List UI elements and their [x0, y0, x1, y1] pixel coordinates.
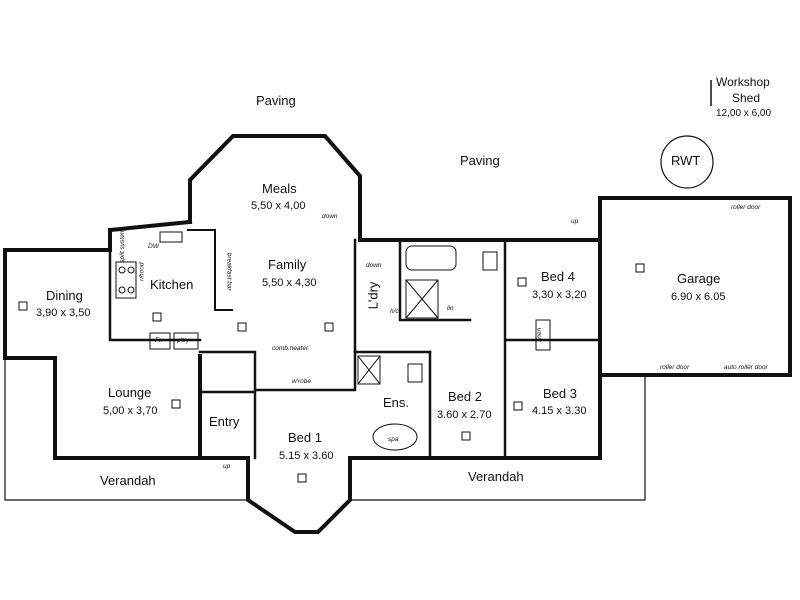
breakfast-bar-label: breakfast bar	[225, 252, 233, 291]
bed4-label: Bed 4	[541, 269, 575, 284]
split-system-label: split system	[119, 228, 127, 263]
wall-south	[198, 373, 602, 534]
bed1-dim: 5.15 x 3.60	[279, 450, 334, 462]
hc-label: h/c	[390, 308, 399, 315]
wall-kitchen-top	[107, 219, 193, 233]
wall-meals-bay	[188, 134, 362, 242]
family-label: Family	[268, 257, 307, 272]
meals-label: Meals	[262, 181, 297, 196]
wall-kitchen-bench	[187, 229, 233, 311]
roller-door-1-label: roller door	[731, 204, 761, 211]
pantry-label: p'try	[177, 337, 190, 344]
family-dim: 5,50 x 4,30	[262, 277, 317, 289]
light-icon	[513, 401, 523, 411]
wall-entry	[198, 390, 257, 460]
auto-roller-door-label: auto roller door	[724, 364, 768, 371]
ensuite-label: Ens.	[383, 395, 410, 410]
rhood-label: r/hood	[138, 262, 146, 281]
shower	[405, 279, 439, 319]
rainwater-tank	[660, 135, 714, 189]
wall-lounge-top	[198, 350, 432, 392]
comb-heater-label: comb.heater	[272, 345, 309, 352]
meals-dim: 5,50 x 4,00	[251, 200, 306, 212]
up-garage-label: up	[571, 218, 579, 225]
kitchen-label: Kitchen	[150, 277, 194, 292]
bath	[405, 245, 457, 271]
verandah-left-label: Verandah	[100, 473, 156, 488]
lin-label: lin	[447, 305, 454, 312]
garage-dim: 6.90 x 6.05	[671, 291, 726, 303]
bed3-dim: 4.15 x 3.30	[532, 405, 587, 417]
garage-label: Garage	[677, 271, 721, 286]
down-laundry-label: down	[366, 262, 382, 269]
ensuite-shower	[357, 355, 381, 385]
verandah-right-label: Verandah	[468, 469, 524, 484]
wall-wing	[353, 238, 602, 460]
wall-internal	[108, 248, 202, 342]
wall-north-east	[358, 198, 602, 242]
dining-dim: 3,90 x 3,50	[36, 307, 91, 319]
light-icon	[461, 431, 471, 441]
spa-label: spa	[388, 436, 399, 443]
wc-ensuite	[407, 363, 423, 383]
light-icon	[297, 473, 307, 483]
light-icon	[171, 399, 181, 409]
rwt-label: RWT	[671, 153, 701, 168]
wall-garage	[598, 196, 792, 377]
bed2-label: Bed 2	[448, 389, 482, 404]
pantry-box	[173, 332, 199, 350]
wrobe-label: w'robe	[292, 378, 311, 385]
wc-bath	[482, 251, 498, 271]
linen-label: linen	[536, 327, 544, 342]
light-icon	[635, 263, 645, 273]
workshop-title-2: Shed	[732, 91, 761, 105]
light-icon	[237, 322, 247, 332]
entry-label: Entry	[209, 414, 240, 429]
fridge-box	[149, 332, 171, 350]
workshop-title-1: Workshop	[716, 75, 770, 89]
down-meals-label: down	[322, 213, 338, 220]
wall-dining-top	[3, 228, 112, 252]
up-entry-label: up	[223, 463, 231, 470]
lounge-label: Lounge	[108, 385, 152, 400]
workshop-dim: 12,00 x 6,00	[716, 108, 772, 119]
bed3-label: Bed 3	[543, 386, 577, 401]
fridge-label: Fr.	[155, 337, 163, 344]
light-icon	[324, 322, 334, 332]
paving-right-label: Paving	[460, 153, 500, 168]
lounge-dim: 5,00 x 3,70	[103, 405, 158, 417]
dw-label: DW	[148, 243, 159, 250]
bed4-dim: 3,30 x 3,20	[532, 289, 587, 301]
bed2-dim: 3.60 x 2.70	[437, 409, 492, 421]
light-icon	[18, 301, 28, 311]
light-icon	[152, 312, 162, 322]
spa-bath	[372, 423, 418, 451]
bed1-label: Bed 1	[288, 430, 322, 445]
roller-door-2-label: roller door	[660, 364, 690, 371]
dining-label: Dining	[46, 288, 83, 303]
light-icon	[517, 277, 527, 287]
wall-dining	[3, 252, 202, 460]
cooktop	[115, 261, 137, 299]
paving-top-label: Paving	[256, 93, 296, 108]
kitchen-sink	[159, 231, 183, 243]
linen-cupboard	[535, 319, 551, 351]
laundry-label: L'dry	[365, 281, 381, 310]
